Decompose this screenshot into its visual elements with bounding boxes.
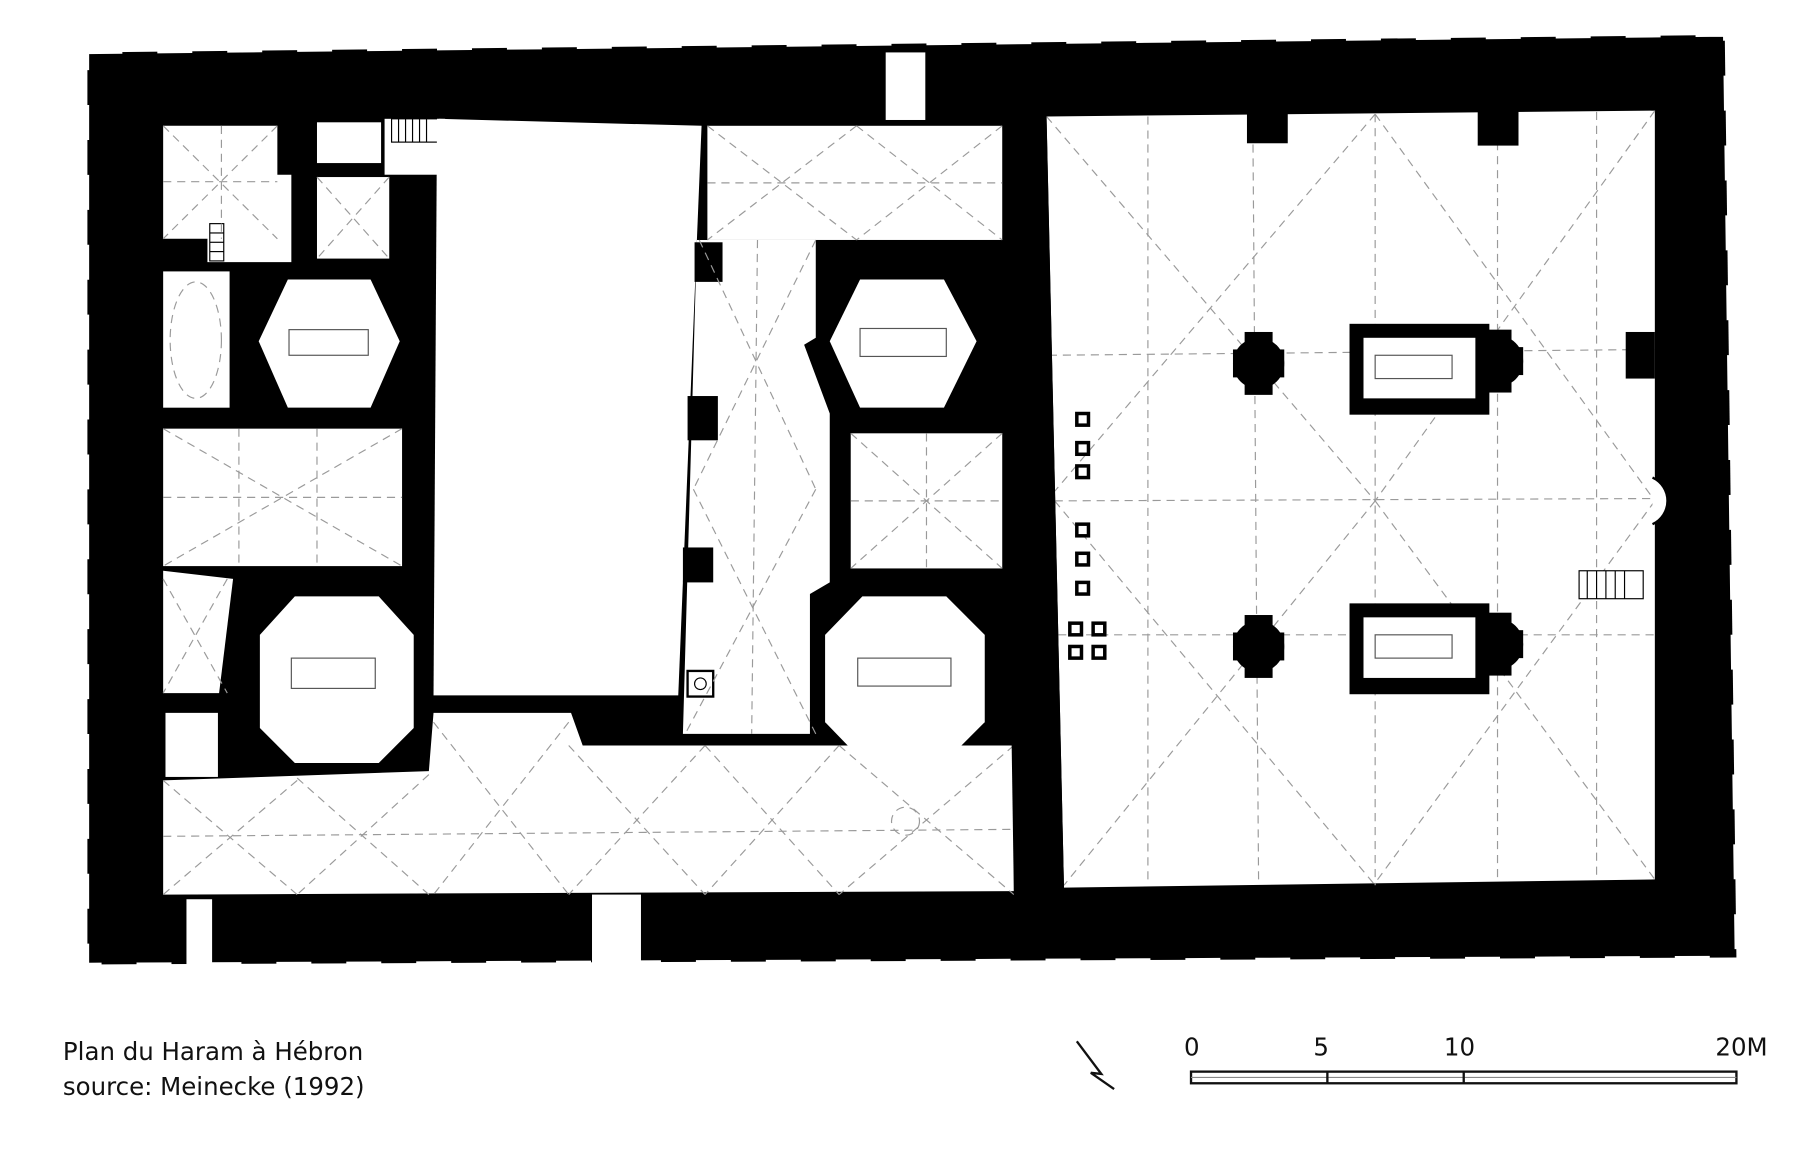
column-row [1068, 411, 1107, 660]
tomb-cenotaph-1 [258, 279, 400, 408]
north-gate [885, 52, 926, 120]
hall-divider-wall [1002, 114, 1064, 895]
middle-wing [682, 125, 1003, 735]
south-gate-2 [186, 899, 213, 965]
stair-icon [209, 118, 439, 262]
south-gate-1 [592, 894, 641, 965]
south-corridor [162, 712, 1015, 896]
tomb-cenotaph-2 [259, 596, 414, 763]
great-hall [1002, 108, 1669, 895]
tomb-cenotaph-4 [825, 596, 985, 761]
tomb-cenotaph-3 [829, 279, 977, 408]
courtyard [433, 118, 702, 696]
mihrab [1651, 476, 1669, 526]
minbar-stair-icon [1578, 570, 1644, 600]
cenotaph-box-2 [1349, 603, 1490, 695]
left-wing [162, 118, 446, 777]
cenotaph-box-1 [1349, 323, 1490, 415]
